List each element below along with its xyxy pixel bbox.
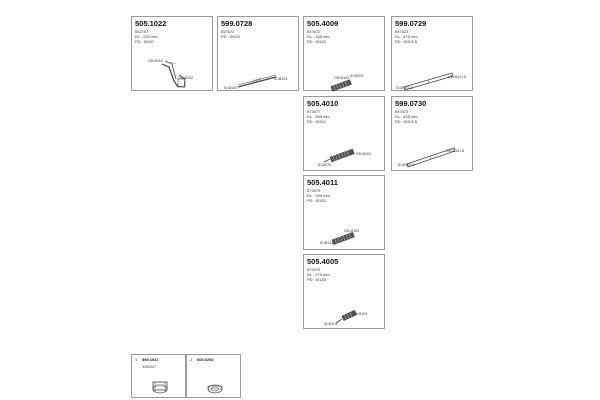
- length-spec: DL : 270 mm: [307, 272, 330, 277]
- part-card-505-4005[interactable]: 505.4005 573479 DL : 270 mm PD : Ø135 ID…: [303, 254, 385, 329]
- ref-number: 657675: [395, 109, 409, 114]
- callout-2: OD:Ø101.8: [446, 149, 464, 153]
- diameter-spec: PD : Ø101.8: [395, 39, 418, 44]
- pipe-drawing: ID:Ø133 OD:Ø103: [320, 229, 359, 245]
- part-card-599-0730[interactable]: 599.0730 657675 DL : 420 mm PD : Ø101.8 …: [391, 96, 473, 171]
- length-spec: DL : 190 mm: [307, 193, 330, 198]
- pipe-drawing: ID:Ø100 ID:Ø103: [224, 74, 287, 90]
- part-number: 599.0729: [395, 19, 427, 28]
- part-number: 505.1022: [135, 19, 167, 28]
- part-card-599-0729[interactable]: 599.0729 657623 DL : 470 mm PD : Ø101.8 …: [391, 16, 473, 91]
- callout-1: ID:Ø133: [318, 163, 331, 167]
- callout-2: OD:Ø103: [352, 312, 367, 316]
- callout-1: ID:Ø101.8: [398, 163, 414, 167]
- part-specs: 657672 DL : 160 mm PD : Ø133: [307, 29, 330, 44]
- length-spec: DL : 305 mm: [307, 114, 330, 119]
- ref-number: 652757: [135, 29, 149, 34]
- ref-number: 657672: [307, 29, 321, 34]
- callout-2: OD:Ø103: [356, 152, 371, 156]
- accessory-part-number: 600.0292: [197, 357, 214, 362]
- callout-1: ID:Ø133: [320, 241, 333, 245]
- callout-2: ID:Ø103: [274, 77, 287, 81]
- callout-2: OD:Ø102: [178, 76, 193, 80]
- diameter-spec: PD : Ø101.8: [395, 119, 418, 124]
- pipe-drawing: OD:Ø103 ID:Ø103: [330, 74, 363, 92]
- part-specs: 573477 DL : 305 mm PD : Ø124: [307, 109, 330, 124]
- callout-1: ID:Ø101.8: [396, 86, 412, 90]
- part-specs: 573479 DL : 270 mm PD : Ø135: [307, 267, 330, 282]
- ref-number: 657672: [221, 29, 235, 34]
- part-number: 505.4009: [307, 19, 339, 28]
- accessory-card-1[interactable]: 1 599.1047 3290347: [131, 354, 186, 398]
- callout-1: ID:Ø100: [224, 86, 237, 90]
- ref-number: 573477: [307, 109, 321, 114]
- pipe-drawing: ID:Ø103 OD:Ø103: [324, 309, 367, 326]
- length-spec: DL : 160 mm: [307, 34, 330, 39]
- diameter-spec: PD : Ø133: [307, 198, 326, 203]
- ref-number: 573479: [307, 267, 321, 272]
- ref-number: 573479: [307, 188, 321, 193]
- diameter-spec: PD : Ø100: [135, 39, 154, 44]
- callout-1: OD:Ø103: [334, 76, 349, 80]
- clamp-drawing: [152, 381, 168, 394]
- diameter-spec: PD : Ø124: [307, 119, 326, 124]
- accessory-index: 1: [135, 357, 138, 362]
- callout-2: OD:Ø103: [344, 229, 359, 233]
- part-specs: 573479 DL : 190 mm PD : Ø133: [307, 188, 330, 203]
- callout-1: OD:Ø110: [148, 59, 163, 63]
- accessory-card-2[interactable]: 2 600.0292: [186, 354, 241, 398]
- part-specs: 657623 DL : 470 mm PD : Ø101.8: [395, 29, 418, 44]
- accessory-part-number: 599.1047: [142, 357, 159, 362]
- part-number: 599.0728: [221, 19, 253, 28]
- part-specs: 657672 PD : Ø103: [221, 29, 240, 39]
- pipe-drawing: ID:Ø133 OD:Ø103: [318, 148, 371, 167]
- part-card-505-4011[interactable]: 505.4011 573479 DL : 190 mm PD : Ø133 ID…: [303, 175, 385, 250]
- pipe-drawing: OD:Ø110 OD:Ø102: [148, 59, 193, 88]
- part-card-505-4010[interactable]: 505.4010 573477 DL : 305 mm PD : Ø124 ID…: [303, 96, 385, 171]
- callout-1: ID:Ø103: [324, 322, 337, 326]
- part-number: 505.4005: [307, 257, 339, 266]
- accessory-index: 2: [190, 357, 193, 362]
- accessory-ref: 3290347: [142, 365, 156, 369]
- callout-2: OD:Ø101.8: [448, 75, 466, 79]
- part-card-505-4009[interactable]: 505.4009 657672 DL : 160 mm PD : Ø133 OD…: [303, 16, 385, 92]
- diameter-spec: PD : Ø133: [307, 39, 326, 44]
- part-number: 505.4010: [307, 99, 339, 108]
- part-specs: 657675 DL : 420 mm PD : Ø101.8: [395, 109, 418, 124]
- diameter-spec: PD : Ø135: [307, 277, 326, 282]
- length-spec: DL : 220 mm: [135, 34, 158, 39]
- pipe-drawing: ID:Ø101.8 OD:Ø101.8: [396, 72, 466, 91]
- part-number: 505.4011: [307, 178, 338, 187]
- part-number: 599.0730: [395, 99, 427, 108]
- callout-2: ID:Ø103: [350, 74, 363, 78]
- length-spec: DL : 420 mm: [395, 114, 418, 119]
- ref-number: 657623: [395, 29, 409, 34]
- gasket-drawing: [207, 384, 223, 394]
- part-card-505-1022[interactable]: 505.1022 652757 DL : 220 mm PD : Ø100 OD…: [131, 16, 213, 91]
- part-specs: 652757 DL : 220 mm PD : Ø100: [135, 29, 158, 44]
- pipe-drawing: ID:Ø101.8 OD:Ø101.8: [398, 147, 464, 168]
- part-card-599-0728[interactable]: 599.0728 657672 PD : Ø103 ID:Ø100 ID:Ø10…: [217, 16, 299, 91]
- diameter-spec: PD : Ø103: [221, 34, 240, 39]
- length-spec: DL : 470 mm: [395, 34, 418, 39]
